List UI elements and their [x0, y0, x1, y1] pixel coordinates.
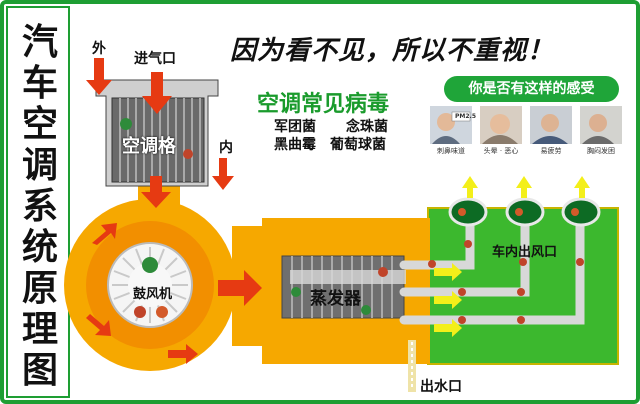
- red-arrows: [86, 58, 262, 364]
- virus-item: 黑曲霉: [274, 137, 316, 153]
- side-title-char: 图: [21, 350, 58, 391]
- water-drip: [408, 340, 416, 392]
- symptom-caption: 刺鼻味道: [437, 147, 465, 155]
- side-title-char: 统: [21, 227, 58, 268]
- outside-label: 外: [92, 41, 106, 57]
- filter-label: 空调格: [122, 136, 176, 157]
- virus-item: 念珠菌: [346, 119, 388, 135]
- side-title-char: 理: [21, 309, 58, 350]
- cabin-arrows: [434, 176, 590, 337]
- virus-item: 葡萄球菌: [330, 137, 386, 153]
- symptom-caption: 胸闷发困: [587, 147, 615, 155]
- water-outlet-label: 出水口: [420, 379, 462, 395]
- blower-label: 鼓风机: [133, 287, 173, 302]
- side-title-char: 系: [21, 186, 58, 227]
- inside-label: 内: [219, 140, 233, 156]
- side-title-char: 汽: [21, 22, 58, 63]
- symptom-photos: [430, 106, 622, 144]
- side-title-char: 空: [21, 104, 58, 145]
- side-title-char: 原: [21, 268, 58, 309]
- slogan: 因为看不见，所以不重视！: [230, 36, 555, 66]
- symptom-caption: 头晕 · 恶心: [483, 147, 519, 155]
- filter-housing: [95, 79, 219, 187]
- side-title: 汽 车 空 调 系 统 原 理 图: [14, 22, 66, 391]
- title-strip: [6, 6, 70, 398]
- evaporator-core: [281, 255, 406, 319]
- germ-dots: [120, 118, 584, 324]
- virus-title: 空调常见病毒: [257, 92, 390, 117]
- feelings-question: 你是否有这样的感受: [444, 76, 619, 102]
- outlet-vents: [448, 197, 601, 227]
- side-title-char: 调: [21, 145, 58, 186]
- pm25-badge: PM2.5: [455, 113, 476, 120]
- virus-item: 军团菌: [274, 119, 316, 135]
- fan-wheel: [107, 242, 193, 328]
- evaporator-label: 蒸发器: [310, 289, 361, 309]
- side-title-char: 车: [21, 63, 58, 104]
- air-intake-label: 进气口: [134, 51, 176, 67]
- symptom-caption: 易疲劳: [540, 147, 562, 155]
- cabin-outlet-label: 车内出风口: [492, 245, 558, 260]
